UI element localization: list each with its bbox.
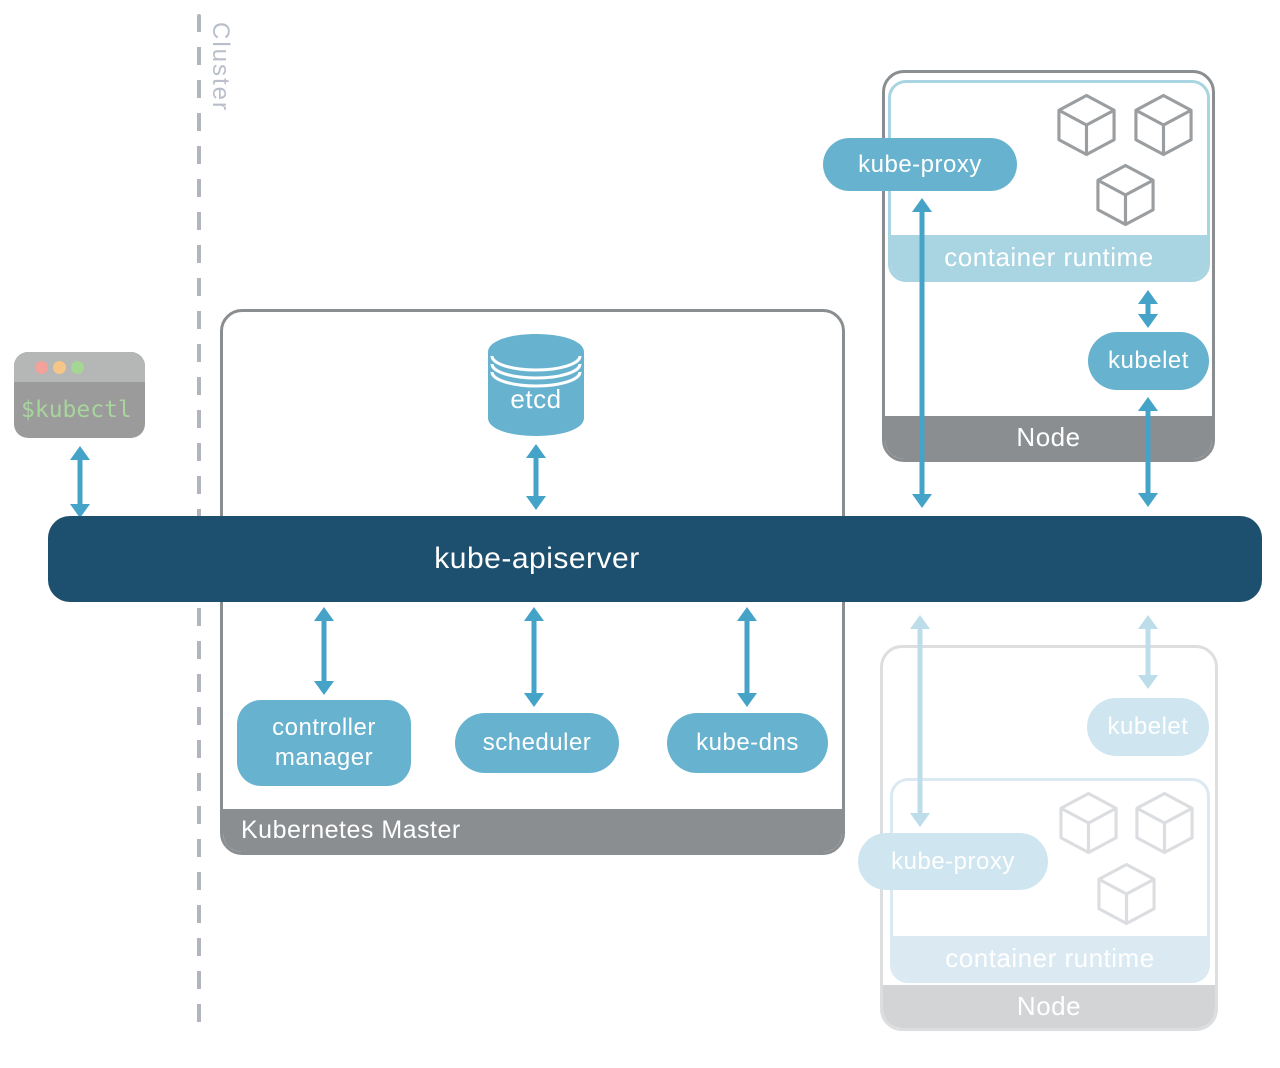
kubectl-command-text: $kubectl [21, 397, 132, 423]
container-runtime-label-inactive: container runtime [893, 936, 1207, 980]
kubernetes-master-title: Kubernetes Master [223, 809, 842, 852]
arrow-container-runtime-kubelet [1136, 290, 1160, 328]
kube-apiserver-label: kube-apiserver [434, 542, 640, 575]
kubelet-pill-active: kubelet [1088, 332, 1209, 390]
terminal-dot-green-icon [71, 361, 84, 374]
scheduler-pill: scheduler [455, 713, 619, 773]
terminal-dot-red-icon [35, 361, 48, 374]
kube-proxy-pill-active: kube-proxy [823, 138, 1017, 191]
kubectl-terminal-window: $kubectl [14, 352, 145, 438]
arrow-apiserver-kubelet-inactive [1136, 615, 1160, 689]
etcd-database-icon [488, 334, 584, 436]
terminal-titlebar [14, 352, 145, 382]
arrow-etcd-apiserver [524, 444, 548, 510]
container-cube-icon [1134, 93, 1193, 157]
arrow-apiserver-kube-proxy-inactive [908, 615, 932, 827]
etcd-label: etcd [510, 384, 562, 414]
container-cube-icon [1057, 93, 1116, 157]
arrow-kubectl-apiserver [68, 446, 92, 518]
cluster-label: Cluster [207, 22, 234, 113]
kube-apiserver-bar: kube-apiserver [48, 516, 1262, 602]
terminal-dot-yellow-icon [53, 361, 66, 374]
arrow-kube-proxy-apiserver [910, 198, 934, 508]
container-cube-icon [1097, 862, 1156, 926]
container-runtime-label-active: container runtime [891, 235, 1207, 279]
kube-dns-pill: kube-dns [667, 713, 828, 773]
container-cube-icon [1096, 163, 1155, 227]
kubelet-pill-inactive: kubelet [1087, 698, 1209, 756]
container-cube-icon [1135, 791, 1194, 855]
arrow-apiserver-controller-manager [312, 607, 336, 695]
node-title-inactive: Node [883, 985, 1215, 1028]
container-cube-icon [1059, 791, 1118, 855]
kube-proxy-pill-inactive: kube-proxy [858, 833, 1048, 890]
arrow-apiserver-scheduler [522, 607, 546, 707]
arrow-apiserver-kube-dns [735, 607, 759, 707]
arrow-kubelet-apiserver [1136, 397, 1160, 507]
controller-manager-pill: controller manager [237, 700, 411, 786]
node-title-active: Node [885, 416, 1212, 459]
